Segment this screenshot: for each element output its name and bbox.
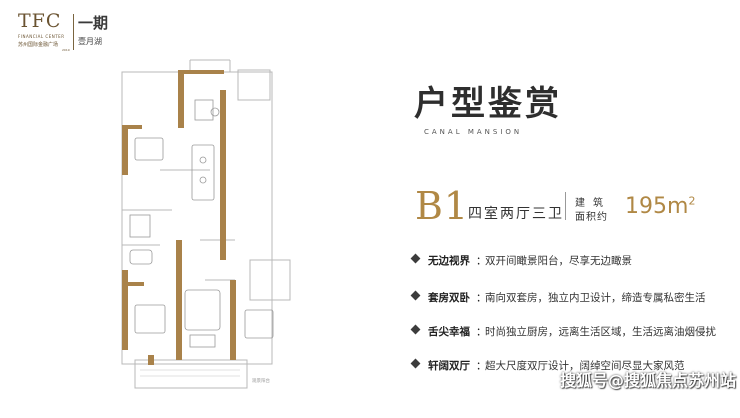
logo-mark: TFC <box>18 10 62 32</box>
area-number: 195 <box>625 194 667 219</box>
area-label-line2: 面积约 <box>575 212 608 223</box>
unit-layout: 四室两厅三卫 <box>468 206 564 222</box>
feature-title: 舌尖幸福 <box>428 326 470 338</box>
area-unit-exponent: 2 <box>688 194 696 208</box>
feature-description: 双开间瞰景阳台，尽享无边瞰景 <box>485 255 632 267</box>
area-unit: m <box>667 194 689 219</box>
feature-description: 时尚独立厨房，远离生活区域，生活远离油烟侵扰 <box>485 326 716 338</box>
feature-separator: ： <box>476 292 487 304</box>
area-value: 195m2 <box>625 194 695 219</box>
floor-plan-drawing: 观景阳台 <box>121 59 291 389</box>
logo-english: FINANCIAL CENTER <box>18 34 65 39</box>
feature-title: 套房双卧 <box>428 292 470 304</box>
unit-code: B1 <box>415 184 470 228</box>
area-divider <box>565 192 566 220</box>
feature-separator: ： <box>476 255 487 267</box>
feature-title: 轩阔双厅 <box>428 360 470 372</box>
feature-description: 南向双套房，独立内卫设计，缔造专属私密生活 <box>485 292 706 304</box>
logo-year: 2019 <box>62 48 70 52</box>
floor-plan: 观景阳台 <box>100 50 320 395</box>
feature-separator: ： <box>476 360 487 372</box>
logo-chinese-name: 苏州国际金融广场 <box>18 42 59 48</box>
diamond-bullet-icon <box>410 290 421 301</box>
brand-logo: TFC 一期 FINANCIAL CENTER 苏州国际金融广场 2019 壹月… <box>18 10 128 54</box>
feature-title: 无边视界 <box>428 255 470 267</box>
diamond-bullet-icon <box>410 324 421 335</box>
feature-separator: ： <box>476 326 487 338</box>
logo-divider <box>73 14 74 50</box>
area-label-line1: 建筑 <box>575 198 611 209</box>
diamond-bullet-icon <box>410 253 421 264</box>
feature-description: 超大尺度双厅设计，阔绰空间尽显大家风范 <box>485 360 685 372</box>
logo-phase: 一期 <box>78 14 109 32</box>
page-subtitle: CANAL MANSION <box>424 128 523 136</box>
logo-subtitle: 壹月湖 <box>78 37 102 46</box>
balcony-label: 观景阳台 <box>252 377 270 384</box>
diamond-bullet-icon <box>410 358 421 369</box>
watermark: 搜狐号@搜狐焦点苏州站 <box>560 371 737 390</box>
page-title: 户型鉴赏 <box>414 84 562 124</box>
